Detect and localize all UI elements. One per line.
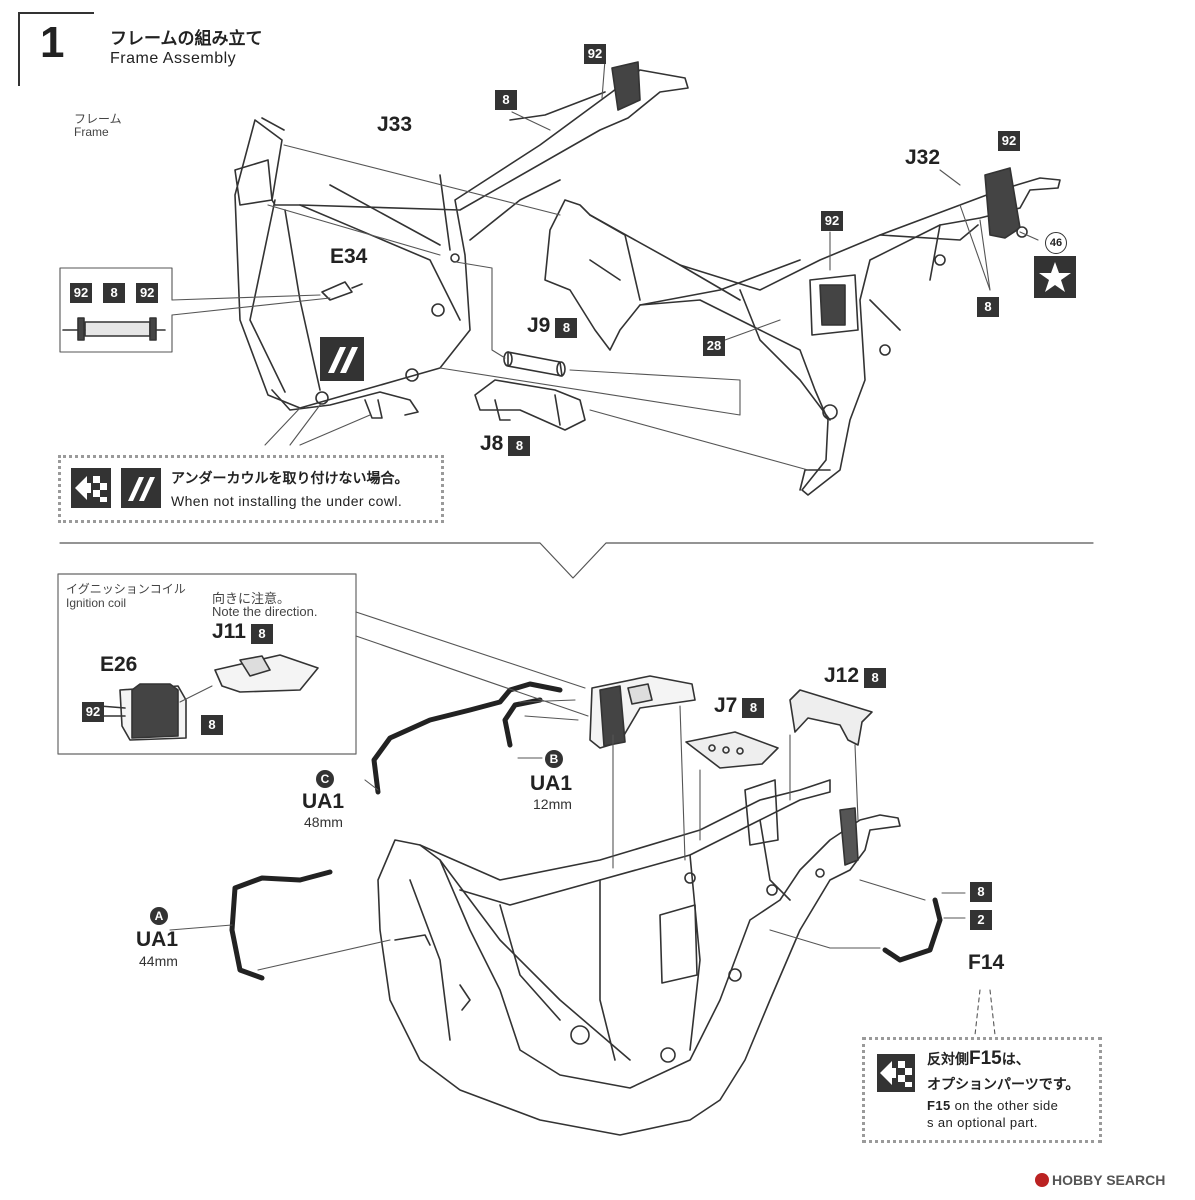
step-title-jp: フレームの組み立て: [110, 29, 263, 49]
badge-92: 92: [821, 211, 843, 231]
badge-8: 8: [495, 90, 517, 110]
part-label-j9: J9: [527, 314, 551, 337]
frame-label-jp: フレーム: [74, 112, 122, 126]
optional-note-en-line1: F15 on the other side: [927, 1098, 1058, 1113]
badge-8: 8: [250, 624, 273, 644]
optional-note-en-line2: s an optional part.: [927, 1115, 1038, 1130]
part-label-e26: E26: [100, 653, 138, 676]
part-label-j7: J7: [714, 694, 738, 717]
part-label-j32: J32: [905, 146, 941, 169]
optional-note-en-text: on the other side: [950, 1098, 1059, 1113]
part-label-j12-group: J12 8: [824, 664, 887, 688]
under-cowl-note-en: When not installing the under cowl.: [171, 493, 403, 509]
optional-note-jp-part: F15: [969, 1048, 1002, 1069]
reference-arrow-icon: [71, 468, 111, 508]
ignition-coil-label-jp: イグニッションコイル: [66, 582, 186, 596]
watermark-text: HOBBY SEARCH: [1052, 1172, 1166, 1188]
under-cowl-icon: [320, 337, 364, 381]
direction-note-en: Note the direction.: [212, 604, 318, 619]
frame-label-en: Frame: [74, 125, 109, 139]
step-number: 1: [40, 18, 65, 67]
part-label-j9-group: J9 8: [527, 314, 578, 338]
reference-arrow-icon: [877, 1054, 915, 1092]
badge-28: 28: [703, 336, 725, 356]
star-icon: [1034, 256, 1076, 298]
under-cowl-note-box: アンダーカウルを取り付けない場合。 When not installing th…: [58, 455, 444, 523]
badge-8: 8: [970, 882, 992, 902]
tube-c-part: UA1: [302, 790, 345, 813]
badge-8: 8: [864, 668, 887, 688]
badge-92: 92: [998, 131, 1020, 151]
watermark-logo-icon: [1035, 1173, 1049, 1187]
tube-c-length: 48mm: [304, 814, 343, 830]
part-label-j12: J12: [824, 664, 860, 687]
part-label-j8-group: J8 8: [480, 432, 531, 456]
ignition-coil-detail-drawing: [99, 654, 319, 741]
tube-a-length: 44mm: [139, 953, 178, 969]
frame-j33-drawing: [234, 61, 689, 419]
under-cowl-note-jp: アンダーカウルを取り付けない場合。: [171, 471, 409, 487]
optional-note-jp-post: は、: [1001, 1052, 1030, 1068]
optional-part-note-box: 反対側F15は、 オプションパーツです。 F15 on the other si…: [862, 1037, 1102, 1143]
step-title-en: Frame Assembly: [110, 50, 237, 67]
part-label-j11-group: J11 8: [212, 620, 273, 644]
under-cowl-small-icon: [121, 468, 161, 508]
main-frame-drawing: [377, 779, 901, 1136]
badge-92: 92: [70, 283, 92, 303]
tube-b-part: UA1: [530, 772, 573, 795]
part-label-j8: J8: [480, 432, 504, 455]
ignition-coil-label-en: Ignition coil: [66, 596, 127, 610]
optional-note-jp-line2: オプションパーツです。: [927, 1077, 1080, 1093]
tube-b-length: 12mm: [533, 796, 572, 812]
badge-2: 2: [970, 910, 992, 930]
badge-8: 8: [508, 436, 531, 456]
tube-a-marker: A: [150, 907, 168, 925]
part-label-f14: F14: [968, 951, 1005, 974]
badge-92: 92: [82, 702, 104, 722]
optional-note-en-part: F15: [927, 1098, 951, 1113]
optional-note-jp-line1: 反対側F15は、: [927, 1048, 1030, 1070]
tube-a-part: UA1: [136, 928, 179, 951]
small-parts-drawing: [62, 281, 586, 431]
badge-92: 92: [584, 44, 606, 64]
frame-j32-drawing: [544, 167, 1061, 496]
step-number-box: [18, 12, 94, 86]
part-label-j7-group: J7 8: [714, 694, 765, 718]
pin-part-badges: 92 8 92: [70, 282, 159, 303]
badge-8: 8: [201, 715, 223, 735]
part-label-j11: J11: [212, 620, 246, 643]
badge-8: 8: [742, 698, 765, 718]
watermark: HOBBY SEARCH: [1035, 1172, 1165, 1188]
direction-note-jp: 向きに注意。: [212, 591, 291, 606]
badge-8: 8: [103, 283, 126, 303]
badge-92: 92: [136, 283, 159, 303]
tube-b-marker: B: [545, 750, 563, 768]
badge-8: 8: [555, 318, 578, 338]
part-label-e34: E34: [330, 245, 368, 268]
lower-parts-drawing: [229, 675, 943, 981]
optional-note-jp-pre: 反対側: [927, 1052, 969, 1068]
badge-8: 8: [977, 297, 999, 317]
tube-c-marker: C: [316, 770, 334, 788]
part-label-j33: J33: [377, 113, 413, 136]
circled-46: 46: [1045, 232, 1067, 254]
